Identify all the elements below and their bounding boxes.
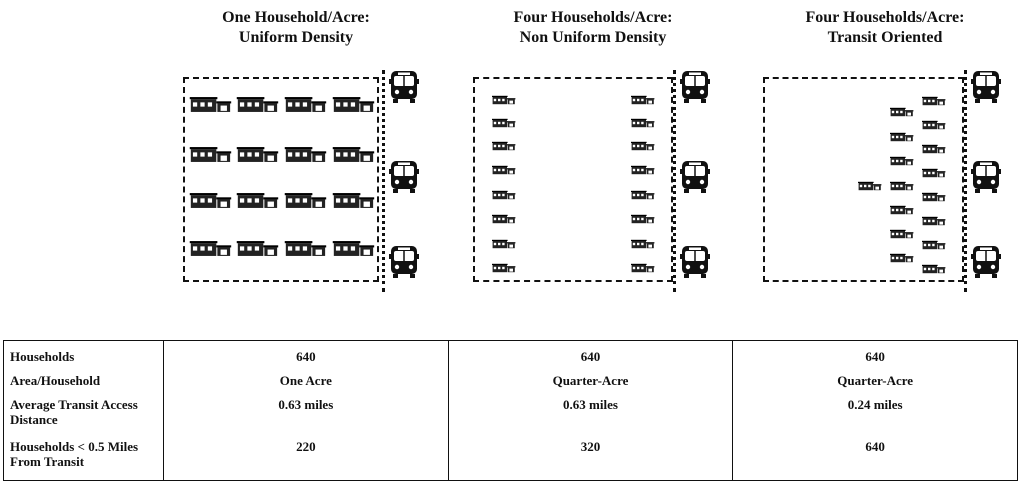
house-icon (890, 202, 914, 215)
house-icon (492, 211, 516, 224)
bus-icon (971, 160, 1001, 194)
house-icon (236, 240, 280, 257)
bus-icon (389, 70, 419, 104)
house-icon (858, 178, 882, 191)
house-icon (492, 92, 516, 105)
house-icon (284, 96, 328, 113)
house-icon (236, 96, 280, 113)
title-line-2: Transit Oriented (827, 29, 943, 46)
house-icon (922, 213, 946, 226)
bus-icon (971, 70, 1001, 104)
house-icon (492, 162, 516, 175)
value-area-household: Quarter-Acre (837, 373, 914, 388)
house-icon (631, 236, 655, 249)
house-icon (492, 260, 516, 273)
house-icon (631, 92, 655, 105)
label-households-within-half-mile: Households < 0.5 Miles From Transit (10, 439, 139, 469)
bus-icon (680, 70, 710, 104)
house-icon (332, 240, 376, 257)
house-icon (189, 192, 233, 209)
value-area-household: Quarter-Acre (552, 373, 629, 388)
comparison-table: Households Area/Household Average Transi… (3, 340, 1018, 481)
bus-icon (971, 245, 1001, 279)
house-icon (922, 117, 946, 130)
bus-icon (680, 245, 710, 279)
house-icon (890, 129, 914, 142)
house-icon (284, 240, 328, 257)
title-line-2: Uniform Density (238, 29, 354, 46)
value-households-within-half-mile: 640 (865, 439, 885, 454)
lot-boundary (183, 77, 379, 282)
house-icon (631, 187, 655, 200)
value-area-household: One Acre (279, 373, 332, 388)
row-labels-column: Households Area/Household Average Transi… (3, 340, 164, 481)
house-icon (631, 211, 655, 224)
house-icon (631, 260, 655, 273)
label-area-household: Area/Household (10, 373, 101, 388)
title-line-1: Four Households/Acre: (805, 9, 965, 26)
value-average-access-distance: 0.24 miles (847, 397, 903, 412)
house-icon (332, 96, 376, 113)
house-icon (922, 237, 946, 250)
house-icon (492, 236, 516, 249)
house-icon (189, 96, 233, 113)
house-icon (890, 104, 914, 117)
house-icon (236, 146, 280, 163)
title-line-2: Non Uniform Density (519, 29, 667, 46)
column-transit-oriented: 640 Quarter-Acre 0.24 miles 640 (732, 340, 1018, 481)
title-line-1: One Household/Acre: (222, 9, 370, 26)
house-icon (189, 240, 233, 257)
value-households: 640 (296, 349, 316, 364)
value-households: 640 (580, 349, 601, 364)
house-icon (492, 187, 516, 200)
house-icon (284, 146, 328, 163)
house-icon (492, 115, 516, 128)
panel-title-transit-oriented: Four Households/Acre: Transit Oriented (765, 8, 1005, 48)
house-icon (332, 192, 376, 209)
house-icon (631, 138, 655, 151)
house-icon (236, 192, 280, 209)
house-icon (631, 115, 655, 128)
house-icon (631, 162, 655, 175)
title-line-1: Four Households/Acre: (513, 9, 673, 26)
bus-icon (680, 160, 710, 194)
transit-line (673, 70, 676, 292)
value-average-access-distance: 0.63 miles (278, 397, 334, 412)
house-icon (922, 93, 946, 106)
label-average-access-distance: Average Transit Access Distance (10, 397, 138, 427)
column-uniform-density: 640 One Acre 0.63 miles 220 (163, 340, 449, 481)
panel-title-non-uniform: Four Households/Acre: Non Uniform Densit… (473, 8, 713, 48)
house-icon (890, 250, 914, 263)
house-icon (922, 165, 946, 178)
house-icon (890, 226, 914, 239)
house-icon (890, 153, 914, 166)
value-households: 640 (865, 349, 885, 364)
house-icon (890, 178, 914, 191)
house-icon (922, 261, 946, 274)
bus-icon (389, 160, 419, 194)
value-households-within-half-mile: 320 (580, 439, 601, 454)
lot-boundary (763, 77, 964, 282)
house-icon (189, 146, 233, 163)
house-icon (284, 192, 328, 209)
bus-icon (389, 245, 419, 279)
transit-line (964, 70, 967, 292)
house-icon (332, 146, 376, 163)
panel-title-uniform: One Household/Acre: Uniform Density (176, 8, 416, 48)
column-non-uniform-density: 640 Quarter-Acre 0.63 miles 320 (447, 340, 734, 481)
house-icon (922, 189, 946, 202)
value-households-within-half-mile: 220 (296, 439, 316, 454)
house-icon (922, 141, 946, 154)
label-households: Households (10, 349, 75, 364)
transit-line (382, 70, 385, 292)
lot-boundary (473, 77, 673, 282)
value-average-access-distance: 0.63 miles (563, 397, 618, 412)
house-icon (492, 138, 516, 151)
